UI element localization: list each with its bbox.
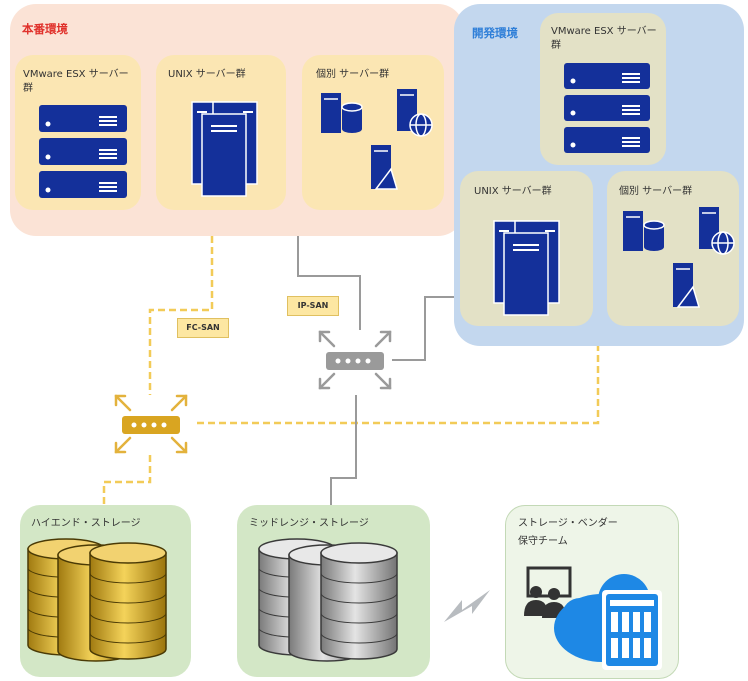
prod-individual-group: 個別 サーバー群 [302, 55, 444, 210]
prod-unix-group: UNIX サーバー群 [156, 55, 286, 210]
ip-switch-icon [318, 330, 392, 390]
unix-tower-icon [493, 220, 560, 316]
high-end-storage-group: ハイエンド・ストレージ [20, 505, 191, 677]
vmware-host-stack-icon [564, 63, 650, 153]
silver-disk-stack-icon [258, 538, 398, 662]
fc-switch-icon [114, 394, 188, 454]
development-zone: 開発環境 VMware ESX サーバー群 UNIX サーバー群 [454, 4, 744, 346]
dev-unix-group: UNIX サーバー群 [460, 171, 593, 326]
prod-vmware-group: VMware ESX サーバー群 [15, 55, 141, 210]
ip-san-line-development [392, 296, 454, 361]
vmware-host-stack-icon [39, 105, 127, 198]
high-end-storage-label: ハイエンド・ストレージ [31, 518, 141, 529]
prod-individual-label: 個別 サーバー群 [316, 69, 390, 80]
fc-san-line-highend [102, 455, 152, 505]
fc-san-line-development [197, 346, 600, 425]
gold-disk-stack-icon [27, 538, 167, 662]
production-title: 本番環境 [22, 22, 68, 36]
vendor-team-label-line2: 保守チーム [518, 536, 568, 547]
development-title: 開発環境 [472, 26, 518, 40]
production-zone: 本番環境 VMware ESX サーバー群 UNIX サーバー群 [10, 4, 464, 236]
individual-servers-icon [623, 207, 735, 308]
ip-san-line-production [297, 236, 361, 330]
prod-unix-label: UNIX サーバー群 [168, 69, 246, 80]
lightning-icon [444, 590, 490, 622]
unix-tower-icon [191, 101, 258, 197]
ip-san-tag: IP-SAN [287, 296, 339, 316]
vendor-team-group: ストレージ・ベンダー 保守チーム [505, 505, 679, 679]
dev-vmware-label: VMware ESX サーバー群 [551, 26, 657, 51]
individual-servers-icon [321, 89, 433, 190]
prod-vmware-label: VMware ESX サーバー群 [23, 69, 129, 94]
fc-san-line-production [148, 236, 214, 395]
support-team-office-icon [524, 566, 662, 670]
vendor-team-label-line1: ストレージ・ベンダー [518, 518, 618, 529]
dev-unix-label: UNIX サーバー群 [474, 186, 552, 197]
mid-range-storage-label: ミッドレンジ・ストレージ [249, 518, 369, 529]
dev-vmware-group: VMware ESX サーバー群 [540, 13, 666, 165]
ip-san-line-midrange [330, 395, 357, 505]
dev-individual-group: 個別 サーバー群 [607, 171, 739, 326]
mid-range-storage-group: ミッドレンジ・ストレージ [237, 505, 430, 677]
dev-individual-label: 個別 サーバー群 [619, 186, 693, 197]
fc-san-tag: FC-SAN [177, 318, 229, 338]
